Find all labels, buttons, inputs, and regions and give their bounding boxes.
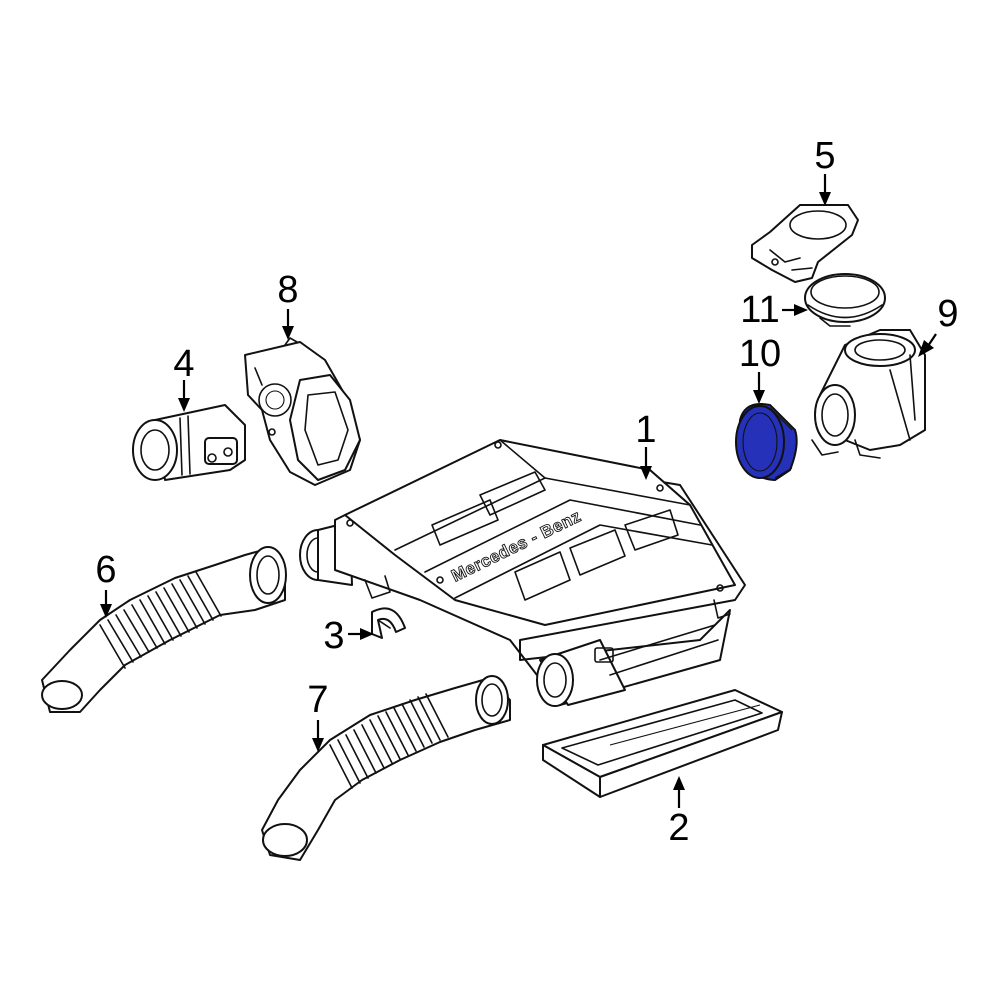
- callout-1: 1: [635, 409, 656, 451]
- part-9-intake-adapter[interactable]: [811, 329, 926, 459]
- callout-10: 10: [739, 333, 781, 375]
- callout-2: 2: [668, 807, 689, 849]
- part-3-clip[interactable]: [371, 607, 406, 639]
- part-1-air-cleaner-housing[interactable]: Mercedes - Benz: [299, 439, 746, 707]
- part-7-intake-hose[interactable]: [261, 675, 511, 861]
- callout-numbers: 1 2 3 4 5 6 7 8 9 10 11: [95, 135, 958, 849]
- part-8-throttle-body[interactable]: [244, 337, 361, 486]
- part-11-clamp-ring[interactable]: [804, 273, 886, 327]
- part-5-mounting-bracket[interactable]: [751, 204, 859, 283]
- part-2-air-filter-element[interactable]: [542, 689, 783, 798]
- callout-6: 6: [95, 549, 116, 591]
- part-6-intake-hose[interactable]: [41, 546, 287, 713]
- callout-9: 9: [937, 293, 958, 335]
- callout-5: 5: [814, 135, 835, 177]
- callout-11: 11: [740, 289, 779, 331]
- callout-8: 8: [277, 269, 298, 311]
- callout-leaders: [100, 174, 937, 808]
- callout-4: 4: [173, 343, 194, 385]
- part-10-seal-ring[interactable]: [735, 403, 798, 481]
- part-4-mass-air-flow-sensor[interactable]: [132, 404, 246, 481]
- callout-7: 7: [307, 679, 328, 721]
- callout-3: 3: [323, 615, 344, 657]
